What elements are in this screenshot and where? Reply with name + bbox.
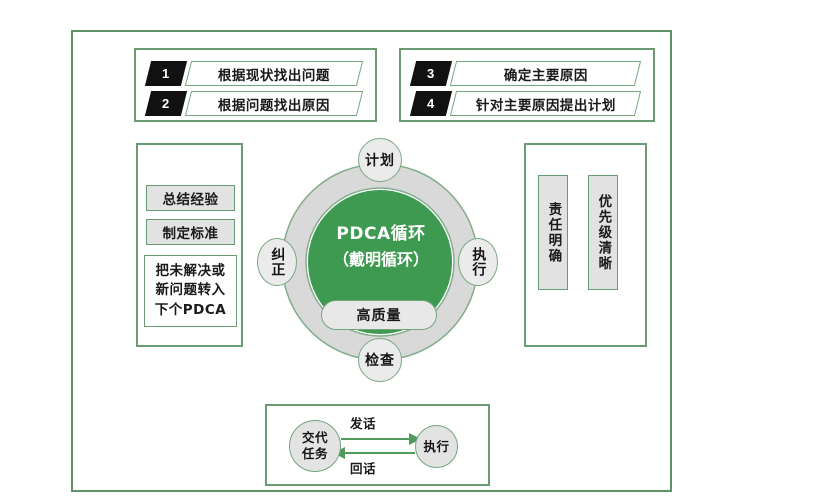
- pdca-center-title-line-2: （戴明循环）: [332, 249, 429, 269]
- step-text-1: 根据现状找出问题: [218, 67, 330, 83]
- cycle-node-act-label: 纠正: [269, 247, 286, 277]
- act-item-summarize[interactable]: 总结经验: [146, 185, 235, 211]
- step-number-4: 4: [427, 95, 435, 111]
- act-outputs-panel: 总结经验 制定标准 把未解决或 新问题转入 下个PDCA: [136, 143, 243, 347]
- act-item-standardize[interactable]: 制定标准: [146, 219, 235, 245]
- act-item-summarize-label: 总结经验: [162, 192, 219, 208]
- step-text-box-1: 根据现状找出问题: [184, 60, 364, 86]
- step-number-3: 3: [427, 65, 435, 81]
- return-arrow-label: 回话: [350, 461, 377, 476]
- do-item-responsibility[interactable]: 责任明确: [538, 175, 568, 290]
- steps-group-left: 1 根据现状找出问题 2 根据问题找出原因: [134, 48, 377, 122]
- step-text-2: 根据问题找出原因: [218, 97, 330, 113]
- step-text-4: 针对主要原因提出计划: [475, 97, 616, 113]
- cycle-node-plan-label: 计划: [365, 153, 395, 169]
- cycle-node-check[interactable]: 检查: [358, 338, 402, 382]
- do-item-priority[interactable]: 优先级清晰: [588, 175, 618, 290]
- loop-node-assign-task-line-1: 交代: [301, 430, 328, 446]
- step-row-2[interactable]: 2 根据问题找出原因: [144, 90, 364, 116]
- pdca-center-title: PDCA循环 （戴明循环）: [310, 222, 452, 272]
- cycle-node-do[interactable]: 执行: [458, 238, 498, 286]
- step-number-badge-3: 3: [409, 60, 453, 86]
- step-text-3: 确定主要原因: [503, 67, 588, 83]
- act-item-carryover-line-1: 把未解决或: [155, 262, 226, 279]
- step-text-box-2: 根据问题找出原因: [184, 90, 364, 116]
- cycle-core-disc: [308, 190, 452, 334]
- cycle-node-do-label: 执行: [470, 247, 487, 277]
- high-quality-label: 高质量: [356, 308, 402, 324]
- step-number-badge-2: 2: [144, 90, 188, 116]
- cycle-node-plan[interactable]: 计划: [358, 138, 402, 182]
- step-text-box-4: 针对主要原因提出计划: [449, 90, 642, 116]
- step-row-4[interactable]: 4 针对主要原因提出计划: [409, 90, 642, 116]
- cycle-node-act[interactable]: 纠正: [257, 238, 297, 286]
- step-number-1: 1: [162, 65, 170, 81]
- do-item-responsibility-label: 责任明确: [545, 201, 562, 264]
- act-item-standardize-label: 制定标准: [162, 226, 219, 242]
- pdca-cycle: PDCA循环 （戴明循环） 高质量 计划 执行 检查 纠正: [252, 134, 529, 396]
- act-item-carryover-line-3: 下个PDCA: [154, 301, 227, 318]
- communication-loop-box: 交代 任务 执行 发话 回话: [265, 404, 490, 486]
- step-row-3[interactable]: 3 确定主要原因: [409, 60, 642, 86]
- step-text-box-3: 确定主要原因: [449, 60, 642, 86]
- do-attributes-panel: 责任明确 优先级清晰: [524, 143, 647, 347]
- step-number-badge-1: 1: [144, 60, 188, 86]
- forward-arrow-label: 发话: [350, 416, 377, 431]
- pdca-center-title-line-1: PDCA循环: [336, 224, 426, 244]
- communication-loop-arrows: [333, 433, 421, 459]
- step-number-badge-4: 4: [409, 90, 453, 116]
- forward-arrowhead-icon: [409, 433, 421, 445]
- step-row-1[interactable]: 1 根据现状找出问题: [144, 60, 364, 86]
- cycle-node-check-label: 检查: [365, 353, 395, 369]
- loop-node-execute-label: 执行: [423, 438, 450, 454]
- loop-node-assign-task[interactable]: 交代 任务: [289, 420, 341, 472]
- high-quality-pill: 高质量: [321, 300, 437, 330]
- do-item-priority-label: 优先级清晰: [595, 193, 612, 272]
- loop-node-assign-task-line-2: 任务: [301, 446, 328, 461]
- loop-node-execute[interactable]: 执行: [415, 425, 458, 468]
- act-item-carryover[interactable]: 把未解决或 新问题转入 下个PDCA: [144, 255, 237, 327]
- steps-group-right: 3 确定主要原因 4 针对主要原因提出计划: [399, 48, 655, 122]
- step-number-2: 2: [162, 95, 170, 111]
- act-item-carryover-line-2: 新问题转入: [155, 282, 226, 299]
